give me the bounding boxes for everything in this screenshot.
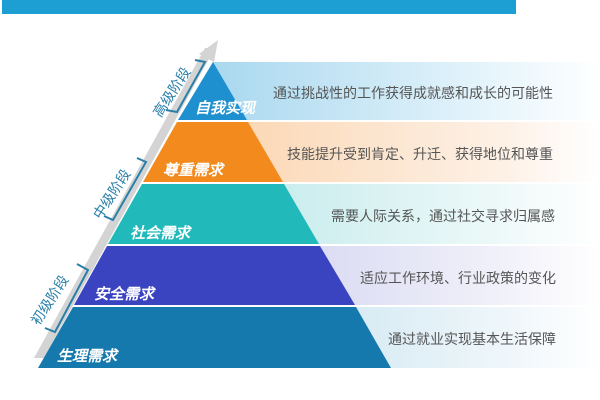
level-name-1: 自我实现 bbox=[195, 99, 256, 117]
level-name-3: 社会需求 bbox=[130, 224, 191, 242]
level-desc-5: 通过就业实现基本生活保障 bbox=[388, 332, 556, 348]
layer-social bbox=[108, 184, 319, 244]
level-name-2: 尊重需求 bbox=[163, 161, 224, 179]
level-name-4: 安全需求 bbox=[94, 285, 155, 303]
progress-arrow-shaft bbox=[34, 48, 215, 358]
layer-esteem bbox=[143, 122, 283, 182]
top-banner bbox=[2, 0, 516, 14]
level-desc-1: 通过挑战性的工作获得成就感和成长的可能性 bbox=[273, 86, 553, 102]
band-1 bbox=[213, 62, 600, 120]
layer-self-actualization bbox=[178, 62, 247, 120]
level-desc-4: 适应工作环境、行业政策的变化 bbox=[360, 271, 556, 287]
level-desc-3: 需要人际关系，通过社交寻求归属感 bbox=[331, 209, 555, 225]
bracket-intermediate bbox=[103, 157, 148, 222]
bracket-elementary bbox=[44, 263, 90, 334]
band-2 bbox=[213, 122, 600, 182]
bracket-advanced bbox=[165, 59, 207, 114]
level-name-5: 生理需求 bbox=[57, 347, 118, 365]
layer-physiological bbox=[38, 307, 391, 368]
level-desc-2: 技能提升受到肯定、升迁、获得地位和尊重 bbox=[287, 147, 553, 163]
progress-arrow-head bbox=[199, 40, 218, 62]
layer-safety bbox=[74, 246, 355, 305]
